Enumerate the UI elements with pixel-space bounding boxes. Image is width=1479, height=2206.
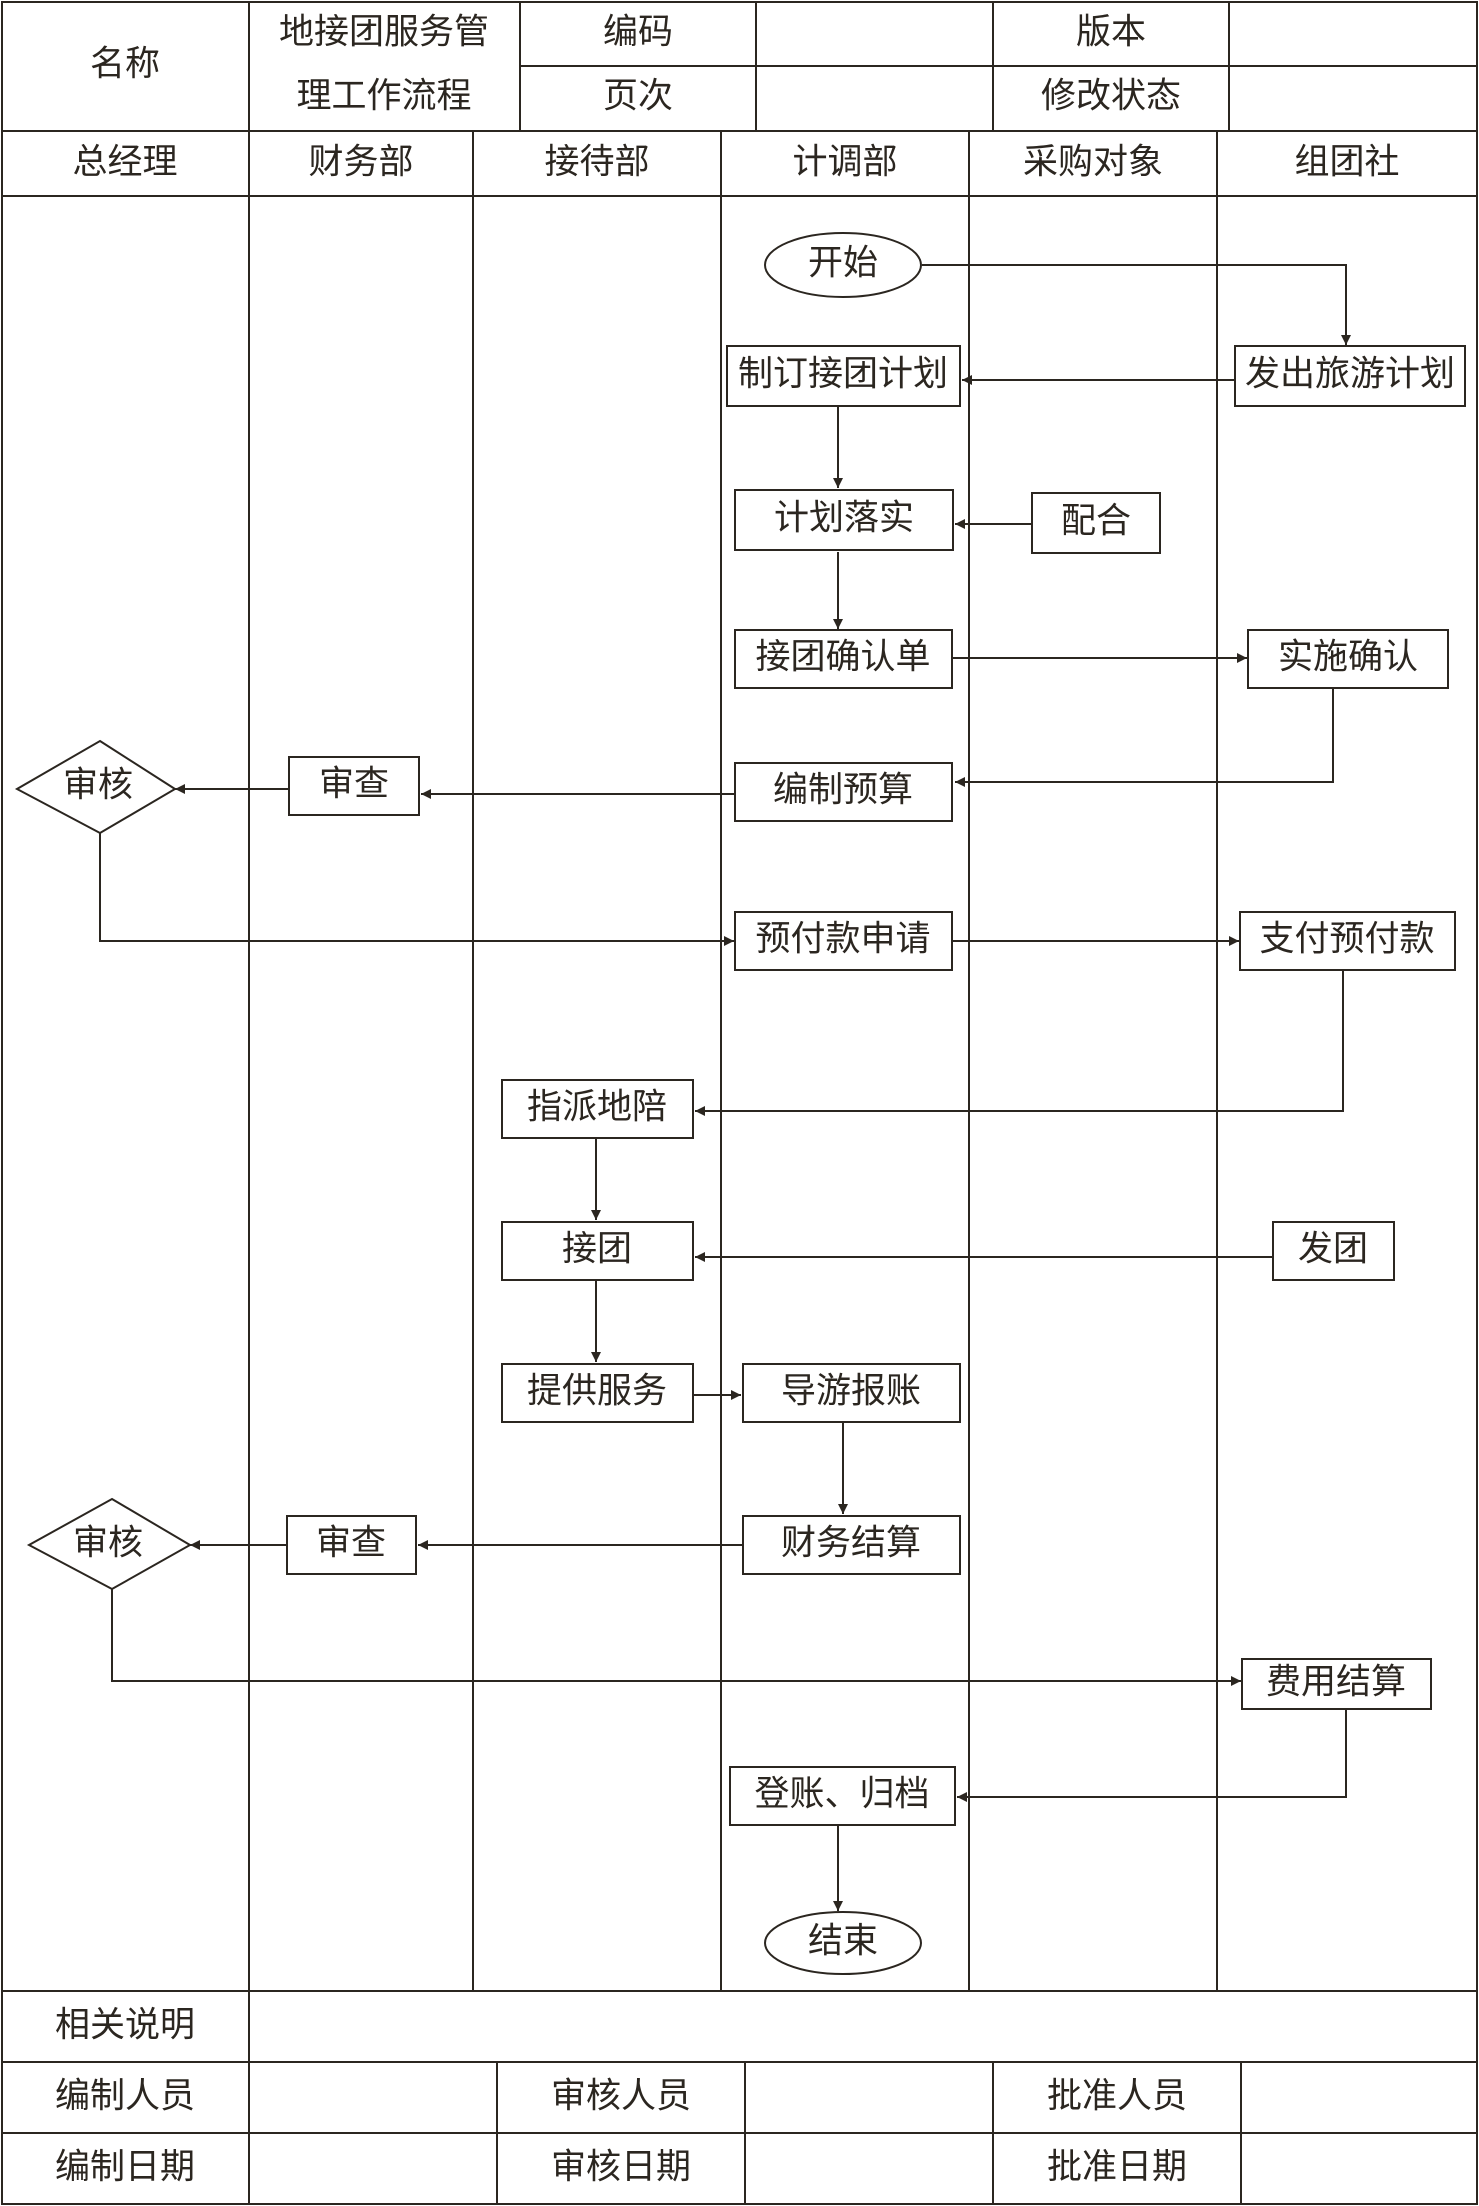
lane-headers: 总经理 财务部 接待部 计调部 采购对象 组团社 (72, 143, 1399, 183)
arrow-pay-prepay-to-assign-guide (695, 971, 1344, 1116)
revision-label: 修改状态 (1041, 77, 1181, 117)
assign-guide-box (501, 1079, 694, 1139)
prepay-apply-box (734, 911, 953, 971)
name-label: 名称 (90, 45, 160, 85)
notes-label: 相关说明 (55, 2006, 195, 2046)
footer: 相关说明 编制人员 审核人员 批准人员 编制日期 审核日期 批准日期 (55, 2006, 1187, 2188)
prepared-by-label: 编制人员 (55, 2077, 195, 2117)
archive-box (729, 1766, 956, 1826)
start-terminator (764, 232, 922, 298)
make-plan-box (726, 345, 961, 407)
header: 名称 地接团服务管 理工作流程 编码 版本 页次 修改状态 (90, 13, 1181, 117)
send-group-label: 发团 (1298, 1230, 1368, 1270)
lane-suppliers: 采购对象 (1023, 143, 1163, 183)
send-plan-label: 发出旅游计划 (1245, 355, 1455, 395)
review2-label: 审查 (316, 1524, 386, 1564)
connectors (99, 264, 1351, 1911)
prepared-date-label: 编制日期 (55, 2148, 195, 2188)
confirm-exec-box (1247, 629, 1449, 689)
prepay-apply-label: 预付款申请 (755, 920, 930, 960)
guide-reimburse-box (742, 1363, 961, 1423)
cooperate-box (1031, 492, 1161, 554)
make-plan-label: 制订接团计划 (738, 355, 948, 395)
process-title-line1: 地接团服务管 (279, 13, 489, 53)
approved-date-label: 批准日期 (1047, 2148, 1187, 2188)
audit1-decision (14, 739, 177, 835)
node-labels: 开始 发出旅游计划 制订接团计划 计划落实 配合 接团确认单 实施确认 编制预算… (63, 244, 1455, 1962)
lane-reception: 接待部 (544, 143, 649, 183)
pay-prepay-label: 支付预付款 (1259, 920, 1434, 960)
process-title-line2: 理工作流程 (296, 77, 471, 117)
pay-prepay-box (1239, 911, 1456, 971)
review2-box (286, 1515, 417, 1575)
implement-label: 计划落实 (774, 499, 914, 539)
approved-by-label: 批准人员 (1047, 2077, 1187, 2117)
guide-reimburse-label: 导游报账 (781, 1372, 921, 1412)
provide-service-box (501, 1363, 694, 1423)
confirm-sheet-box (734, 629, 953, 689)
lane-planning: 计调部 (792, 143, 897, 183)
budget-label: 编制预算 (773, 771, 913, 811)
receive-group-box (501, 1221, 694, 1281)
arrow-audit1-to-prepay-apply (99, 833, 734, 946)
lane-finance: 财务部 (308, 143, 413, 183)
nodes (14, 232, 1466, 1975)
end-terminator (764, 1911, 922, 1975)
provide-service-label: 提供服务 (527, 1372, 667, 1412)
audit2-label: 审核 (73, 1524, 143, 1564)
finance-settle-label: 财务结算 (781, 1524, 921, 1564)
arrow-audit2-to-cost-settle (111, 1589, 1241, 1686)
finance-settle-box (742, 1515, 961, 1575)
audit2-decision (26, 1497, 193, 1591)
arrow-cost-settle-to-archive (957, 1709, 1347, 1802)
page-label: 页次 (603, 77, 673, 117)
reviewed-by-label: 审核人员 (551, 2077, 691, 2117)
confirm-exec-label: 实施确认 (1278, 638, 1418, 678)
lane-tour-organizer: 组团社 (1294, 143, 1399, 183)
assign-guide-label: 指派地陪 (527, 1088, 667, 1128)
code-label: 编码 (603, 13, 673, 53)
cost-settle-box (1241, 1658, 1432, 1710)
send-plan-box (1234, 345, 1466, 407)
arrow-start-to-send-plan (922, 264, 1351, 345)
review1-box (288, 756, 420, 816)
start-label: 开始 (808, 244, 878, 284)
arrow-confirm-exec-to-budget (955, 688, 1334, 787)
version-label: 版本 (1076, 13, 1146, 53)
reviewed-date-label: 审核日期 (551, 2148, 691, 2188)
budget-box (734, 762, 953, 822)
cooperate-label: 配合 (1061, 502, 1131, 542)
send-group-box (1272, 1221, 1395, 1281)
archive-label: 登账、归档 (754, 1775, 929, 1815)
confirm-sheet-label: 接团确认单 (755, 638, 930, 678)
review1-label: 审查 (319, 765, 389, 805)
lane-general-manager: 总经理 (72, 143, 177, 183)
end-label: 结束 (808, 1922, 878, 1962)
audit1-label: 审核 (63, 766, 133, 806)
receive-group-label: 接团 (562, 1230, 632, 1270)
cost-settle-label: 费用结算 (1266, 1663, 1406, 1703)
implement-box (734, 489, 954, 551)
